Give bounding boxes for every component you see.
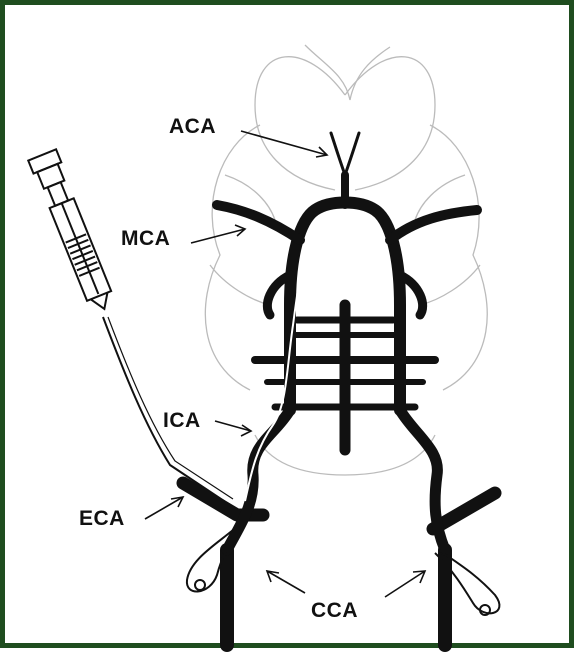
- eca-label: ECA: [79, 507, 125, 531]
- cca-label: CCA: [311, 599, 358, 623]
- aca-label: ACA: [169, 115, 216, 139]
- syringe: [28, 149, 118, 314]
- vessel-diagram: [5, 5, 574, 653]
- aca-fork: [331, 133, 359, 175]
- ica-label: ICA: [163, 409, 201, 433]
- mca-label: MCA: [121, 227, 170, 251]
- vessels: [183, 175, 495, 645]
